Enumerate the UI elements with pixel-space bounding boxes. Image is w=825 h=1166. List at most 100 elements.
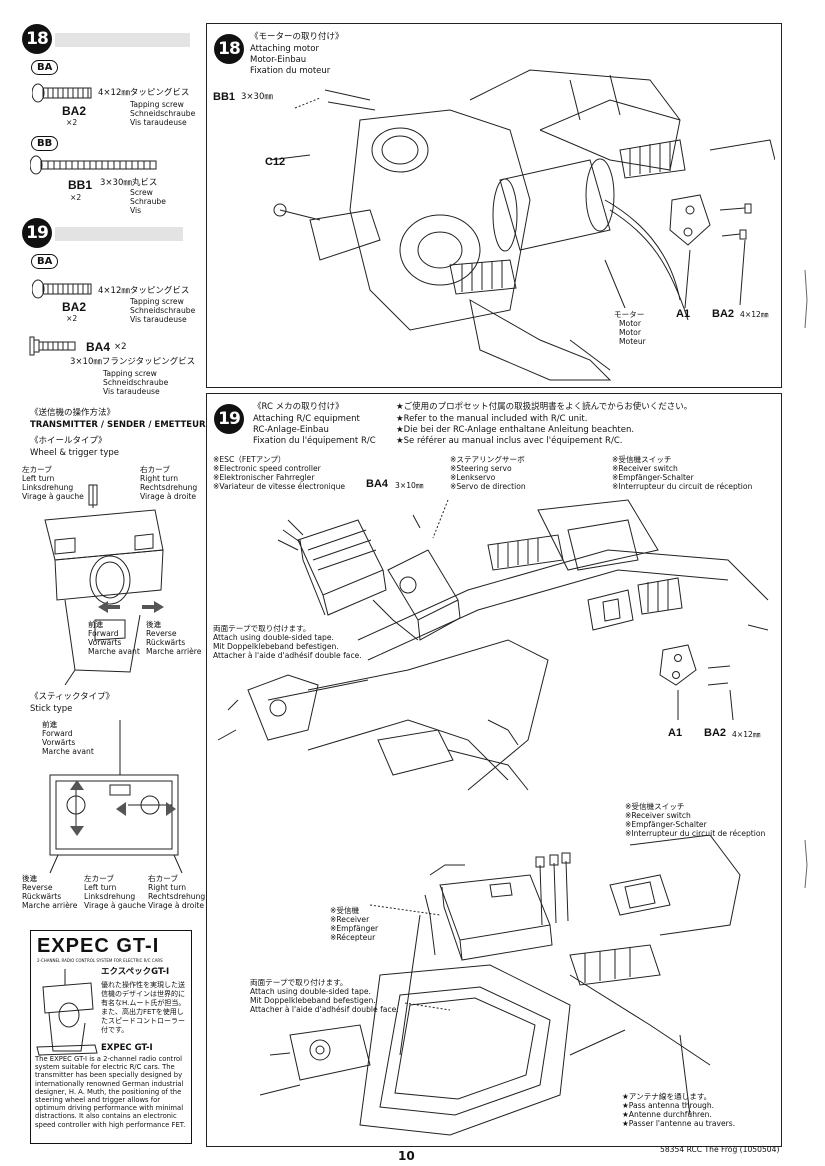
- rswitch2-label-de: ※Empfänger-Schalter: [625, 820, 707, 829]
- stick-fwd-de: Vorwärts: [42, 738, 76, 747]
- ba4-spec-en: Tapping screw: [103, 369, 157, 378]
- receiver-label-fr: ※Récepteur: [330, 933, 376, 942]
- left-turn-de: Linksdrehung: [22, 483, 74, 492]
- stick-leftright-arrows-icon: [116, 802, 176, 816]
- ba2-spec-de: Schneidschraube: [130, 109, 196, 118]
- rswitch-label-de: ※Empfänger-Schalter: [612, 473, 694, 482]
- ba4-label: BA4: [86, 340, 111, 354]
- expec-transmitter-drawing: [36, 969, 98, 1056]
- rev-fr: Marche arrière: [146, 647, 202, 656]
- ba2-spec-jp: 4×12㎜タッピングビス: [98, 88, 190, 98]
- ba4-callout: BA4: [366, 478, 389, 490]
- receiver-label-jp: ※受信機: [330, 906, 360, 915]
- margin-mark-1: [804, 270, 808, 329]
- grey-texture-band: [55, 33, 190, 47]
- rev-jp: 後進: [146, 620, 162, 629]
- step18-title-jp: 《モーターの取り付け》: [250, 32, 344, 42]
- stick-updown-arrows-icon: [70, 780, 84, 836]
- rswitch2-label-fr: ※Interrupteur du circuit de réception: [625, 829, 766, 838]
- step18-panel: [206, 23, 782, 388]
- servo-label-jp: ※ステアリングサーボ: [450, 455, 525, 464]
- stick-left-en: Left turn: [84, 883, 117, 892]
- machine-screw-icon: [30, 155, 157, 175]
- step18-panel-badge: 18: [214, 34, 244, 64]
- tape-label-jp: 両面テープで取り付けます。: [213, 624, 311, 633]
- fwd-fr: Marche avant: [88, 647, 140, 656]
- esc-label-fr: ※Variateur de vitesse électronique: [213, 482, 346, 491]
- left-turn-jp: 左カーブ: [22, 465, 52, 474]
- ba-bag-pill-2: BA: [31, 254, 59, 269]
- stick-fwd-jp: 前進: [42, 720, 58, 729]
- rswitch-label-fr: ※Interrupteur du circuit de réception: [612, 482, 753, 491]
- ba2b-spec-fr: Vis taraudeuse: [130, 315, 187, 324]
- ba2-qty: ×2: [66, 118, 78, 127]
- step-18-badge: 18: [22, 24, 52, 54]
- bb1-qty: ×2: [70, 193, 82, 202]
- step19-panel-badge: 19: [214, 404, 244, 434]
- tape2-label-fr: Attacher à l'aide d'adhésif double face.: [250, 1005, 399, 1014]
- wheel-type-en: Wheel & trigger type: [30, 448, 120, 458]
- servo-label-de: ※Lenkservo: [450, 473, 496, 482]
- ba2-spec-en: Tapping screw: [130, 100, 184, 109]
- fwd-jp: 前進: [88, 620, 104, 629]
- transmitter-jp: 《送信機の操作方法》: [30, 408, 116, 418]
- ba2b-label: BA2: [62, 300, 87, 314]
- ba2-size-19: 4×12㎜: [732, 730, 761, 739]
- esc-label-de: ※Elektronischer Fahrregler: [213, 473, 315, 482]
- trigger-arrows-icon: [98, 601, 164, 613]
- stick-left-jp: 左カーブ: [84, 874, 114, 883]
- wheel-type-jp: 《ホイールタイプ》: [30, 436, 107, 446]
- ba2-callout: BA2: [712, 308, 735, 320]
- margin-mark-2: [804, 840, 808, 889]
- servo-label-fr: ※Servo de direction: [450, 482, 526, 491]
- bb-bag-pill: BB: [31, 136, 59, 151]
- tape-label-de: Mit Doppelklebeband befestigen.: [213, 642, 339, 651]
- expec-logo: EXPEC GT-I: [37, 935, 160, 957]
- stick-rev-jp: 後進: [22, 874, 38, 883]
- tape2-label-jp: 両面テープで取り付けます。: [250, 978, 348, 987]
- stick-type-jp: 《スティックタイプ》: [30, 692, 115, 702]
- expec-title-en: EXPEC GT-I: [101, 1043, 153, 1053]
- footer-code: 58354 RCC The Frog (1050504): [660, 1145, 780, 1154]
- stick-right-fr: Virage à droite: [148, 901, 205, 910]
- servo-label-en: ※Steering servo: [450, 464, 512, 473]
- motor-label-de: Motor: [619, 328, 641, 337]
- rev-en: Reverse: [146, 629, 177, 638]
- left-turn-fr: Virage à gauche: [22, 492, 84, 501]
- expec-title-jp: エクスペックGT-I: [101, 967, 170, 977]
- ba2b-qty: ×2: [66, 314, 78, 323]
- bb1-size: 3×30㎜: [241, 92, 273, 102]
- tapping-screw-icon-2: [32, 279, 92, 299]
- ba2-callout-19: BA2: [704, 727, 727, 739]
- flange-screw-icon: [29, 336, 76, 356]
- ba2b-spec-jp: 4×12㎜タッピングビス: [98, 286, 190, 296]
- expec-body-en: The EXPEC GT-I is a 2-channel radio cont…: [35, 1055, 186, 1129]
- motor-label-jp: モーター: [614, 310, 645, 319]
- bb1-spec-en: Screw: [130, 188, 153, 197]
- ba-bag-pill: BA: [31, 60, 59, 75]
- rc-equipment-upper-drawing: [217, 499, 769, 791]
- ba2b-spec-en: Tapping screw: [130, 297, 184, 306]
- bb1-spec-de: Schraube: [130, 197, 166, 206]
- step19-panel: [206, 393, 782, 1147]
- right-turn-en: Right turn: [140, 474, 179, 483]
- stick-right-en: Right turn: [148, 883, 187, 892]
- right-turn-jp: 右カーブ: [140, 465, 170, 474]
- a1-callout: A1: [676, 308, 691, 320]
- receiver-label-en: ※Receiver: [330, 915, 370, 924]
- motor-label-en: Motor: [619, 319, 641, 328]
- rswitch-label-jp: ※受信機スイッチ: [612, 455, 672, 464]
- ba4-spec-jp: 3×10㎜フランジタッピングビス: [70, 357, 196, 367]
- wheel-transmitter-drawing: [44, 484, 164, 685]
- page-number: 10: [398, 1149, 415, 1163]
- bb1-spec-fr: Vis: [130, 206, 142, 215]
- c12-callout: C12: [265, 156, 286, 168]
- receiver-label-de: ※Empfänger: [330, 924, 379, 933]
- ba4-spec-de: Schneidschraube: [103, 378, 169, 387]
- left-turn-en: Left turn: [22, 474, 55, 483]
- rswitch2-label-en: ※Receiver switch: [625, 811, 691, 820]
- rc-note-de: ★Die bei der RC-Anlage enthaltane Anleit…: [396, 425, 635, 435]
- ba4-size: 3×10㎜: [395, 481, 424, 490]
- antenna-label-fr: ★Passer l'antenne au travers.: [622, 1119, 736, 1128]
- step19-title-jp: 《RC メカの取り付け》: [253, 402, 344, 412]
